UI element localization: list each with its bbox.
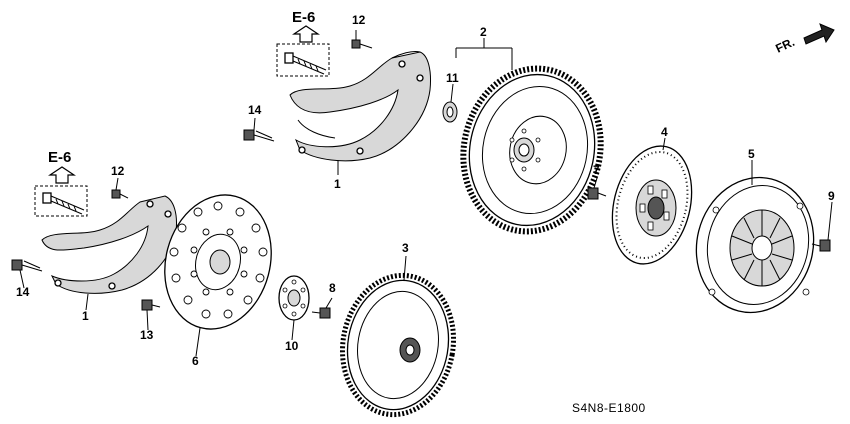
reference-box-upper (276, 43, 330, 77)
callout-8: 8 (329, 281, 336, 295)
callout-2: 2 (480, 25, 487, 39)
bolt-13 (141, 299, 161, 311)
flywheel (460, 65, 604, 235)
callout-6: 6 (192, 354, 199, 368)
bolt-12-upper (351, 39, 373, 49)
splash-guard-upper (289, 51, 431, 162)
callouts: 12 2 11 14 1 7 4 5 9 12 14 1 13 6 10 8 3 (16, 13, 835, 368)
callout-13: 13 (140, 328, 154, 342)
callout-1-lower: 1 (82, 309, 89, 323)
leader-lines (19, 30, 833, 357)
reference-label-upper: E-6 (292, 9, 315, 26)
callout-14-lower: 14 (16, 285, 30, 299)
up-arrow-icon (292, 25, 320, 43)
front-arrow-icon (803, 23, 835, 45)
backing-plate (278, 275, 310, 321)
diagram-code: S4N8-E1800 (572, 401, 646, 415)
reference-lower: E-6 (34, 149, 88, 217)
callout-1-upper: 1 (334, 177, 341, 191)
long-bolt-upper (284, 52, 327, 75)
reference-box-lower (34, 185, 88, 217)
callout-10: 10 (285, 339, 299, 353)
clutch-disc (611, 145, 693, 265)
bolt-8 (311, 307, 331, 319)
callout-12-lower: 12 (111, 164, 125, 178)
reference-upper: E-6 (276, 9, 330, 77)
bolt-9 (811, 239, 831, 252)
drive-plate (164, 194, 272, 330)
callout-11: 11 (446, 71, 459, 85)
up-arrow-icon-lower (48, 166, 76, 184)
pressure-plate (695, 176, 815, 314)
front-arrow-indicator: FR. (773, 23, 835, 56)
callout-12-upper: 12 (352, 13, 366, 27)
bolt-7 (587, 187, 607, 200)
callout-5: 5 (748, 147, 755, 161)
bolt-14-lower (11, 259, 43, 272)
ring-gear-flywheel-at (339, 272, 457, 418)
splash-guard-lower (41, 195, 177, 294)
callout-3: 3 (402, 241, 409, 255)
bolt-12-lower (111, 189, 129, 199)
callout-7: 7 (593, 163, 600, 177)
callout-14-upper: 14 (248, 103, 262, 117)
long-bolt-lower (42, 192, 85, 215)
callout-9: 9 (828, 189, 835, 203)
reference-label-lower: E-6 (48, 149, 71, 166)
front-label: FR. (773, 35, 796, 56)
callout-4: 4 (661, 125, 668, 139)
pilot-bearing (442, 101, 458, 123)
bolt-14-upper (243, 129, 275, 142)
